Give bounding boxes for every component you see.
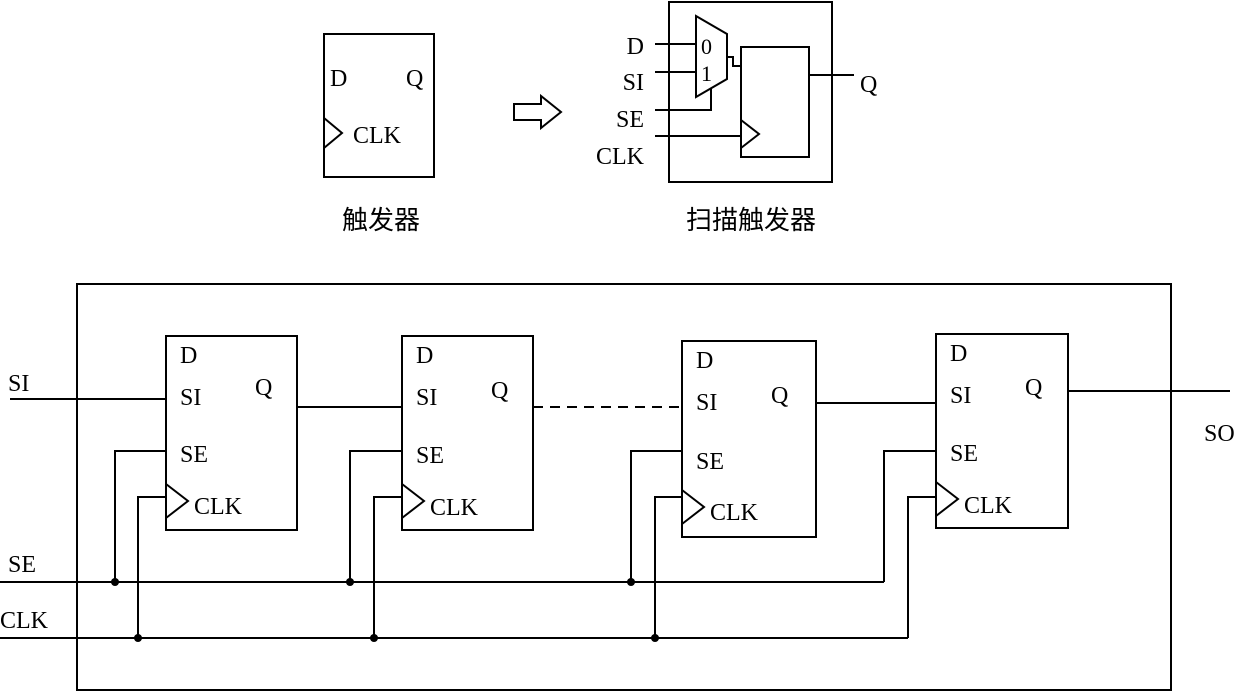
cell-2-se-wire [349, 450, 402, 582]
cell-2-pin-si: SI [416, 385, 437, 411]
cell-1-pin-se: SE [180, 442, 208, 468]
scan-in-se-label: SE [616, 107, 644, 133]
flipflop-caption: 触发器 [342, 206, 420, 236]
scan-cell-4: D SI Q SE CLK [883, 333, 1069, 638]
chain-output-so-label: SO [1204, 421, 1235, 447]
cell-2-pin-se: SE [416, 443, 444, 469]
cell-4-pin-se: SE [950, 441, 978, 467]
cell-3-pin-q: Q [771, 383, 788, 409]
cell-4-pin-si: SI [950, 383, 971, 409]
mux-symbol [695, 14, 728, 99]
cell-3-clk-junction [651, 634, 659, 642]
cell-2-pin-clk: CLK [430, 495, 479, 521]
scan-cell-1: D SI Q SE CLK [111, 335, 298, 642]
cell-1-pin-si: SI [180, 385, 201, 411]
scan-out-q-label: Q [860, 72, 877, 98]
cell-3-clock-triangle [681, 489, 706, 525]
wire-se [655, 88, 712, 111]
cell-4-clock-triangle [935, 481, 960, 517]
cell-1-box [165, 335, 298, 531]
cell-2-clock-triangle [401, 483, 426, 519]
cell-2-pin-q: Q [491, 378, 508, 404]
cell-1-pin-q: Q [255, 375, 272, 401]
cell-1-pin-clk: CLK [194, 494, 243, 520]
cell-4-pin-d: D [950, 341, 967, 367]
cell-1-pin-d: D [180, 343, 197, 369]
cell-4-pin-clk: CLK [964, 493, 1013, 519]
cell-3-pin-si: SI [696, 390, 717, 416]
cell-1-clk-junction [134, 634, 142, 642]
cell-2-pin-d: D [416, 343, 433, 369]
cell-3-box [681, 340, 817, 538]
cell-1-se-wire [114, 450, 166, 582]
flipflop-box [323, 33, 435, 178]
mux-input-0-label: 0 [701, 34, 712, 59]
scan-in-clk-label: CLK [596, 144, 645, 170]
scan-cell-3: D SI Q SE CLK [627, 340, 817, 642]
chain-input-clk-label: CLK [0, 608, 49, 634]
scan-chain-border [76, 283, 1172, 691]
cell-4-clk-wire [907, 496, 936, 638]
transform-arrow-icon [513, 93, 563, 131]
cell-3-pin-d: D [696, 348, 713, 374]
cell-2-clk-junction [370, 634, 378, 642]
cell-1-se-junction [111, 578, 119, 586]
cell-3-clk-wire [654, 496, 682, 638]
cell-2-box [401, 335, 534, 531]
cell-4-box [935, 333, 1069, 529]
flipflop-symbol: D Q CLK 触发器 [323, 33, 435, 236]
scan-in-si-label: SI [623, 70, 644, 96]
cell-3-se-wire [630, 450, 682, 582]
cell-2-se-junction [346, 578, 354, 586]
flipflop-pin-clk: CLK [353, 123, 402, 149]
flipflop-clock-triangle [323, 117, 344, 149]
cell-4-se-wire [883, 450, 936, 582]
scan-cell-2: D SI Q SE CLK [346, 335, 534, 642]
cell-1-clock-triangle [165, 483, 190, 519]
scan-flipflop-symbol: 0 1 D SI SE CLK Q 扫描触发器 [596, 1, 877, 236]
scan-in-d-label: D [627, 34, 644, 60]
cell-2-clk-wire [373, 496, 402, 638]
flipflop-pin-q: Q [406, 66, 423, 92]
cell-4-pin-q: Q [1025, 375, 1042, 401]
inner-clock-triangle [740, 119, 761, 149]
scan-flipflop-caption: 扫描触发器 [686, 206, 816, 236]
cell-3-pin-se: SE [696, 449, 724, 475]
cell-3-pin-clk: CLK [710, 500, 759, 526]
chain-input-se-label: SE [8, 552, 36, 578]
mux-input-1-label: 1 [701, 61, 712, 86]
cell-1-clk-wire [137, 496, 166, 638]
cell-3-se-junction [627, 578, 635, 586]
wire-mux-to-ff [727, 56, 741, 67]
chain-input-si-label: SI [8, 371, 29, 397]
flipflop-pin-d: D [330, 66, 347, 92]
